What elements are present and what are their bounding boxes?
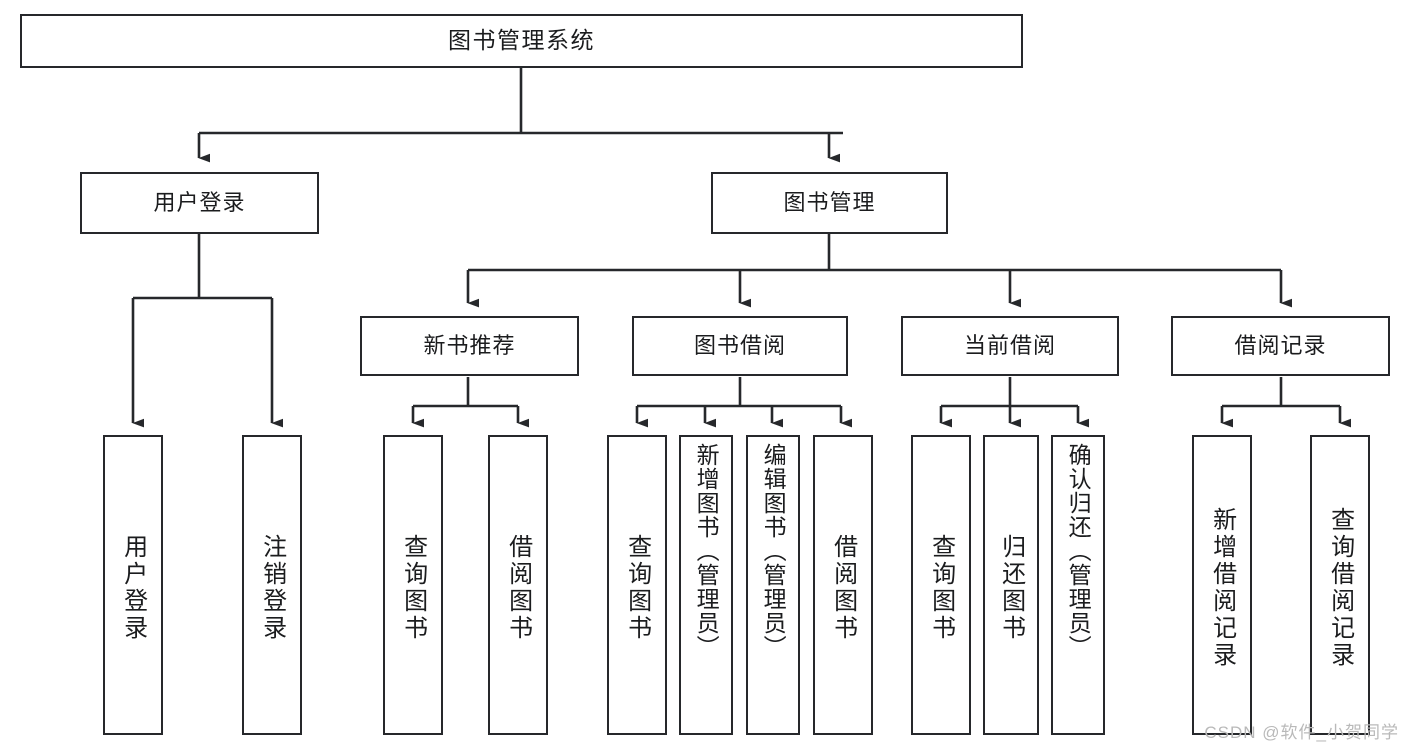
node-label: 查询图书 [623, 534, 651, 642]
node-label: 归还图书 [997, 534, 1025, 642]
leaf-recommend-query-book[interactable]: 查询图书 [383, 435, 443, 735]
node-label: 确认归还（管理员） [1065, 443, 1092, 659]
node-label: 用户登录 [119, 534, 147, 642]
leaf-user-login-login[interactable]: 用户登录 [103, 435, 163, 735]
node-label: 当前借阅 [963, 333, 1056, 359]
node-label: 图书借阅 [693, 333, 786, 359]
leaf-record-add-record[interactable]: 新增借阅记录 [1192, 435, 1252, 735]
node-label: 借阅图书 [504, 534, 532, 642]
leaf-borrow-edit-book-admin[interactable]: 编辑图书（管理员） [746, 435, 800, 735]
node-book-borrow[interactable]: 图书借阅 [632, 316, 848, 376]
node-book-management[interactable]: 图书管理 [711, 172, 948, 234]
node-current-borrow[interactable]: 当前借阅 [901, 316, 1119, 376]
node-label: 借阅记录 [1234, 333, 1327, 359]
node-label: 用户登录 [153, 190, 246, 216]
watermark: CSDN @软件_小贺同学 [1204, 723, 1399, 742]
leaf-recommend-borrow-book[interactable]: 借阅图书 [488, 435, 548, 735]
leaf-current-confirm-return-admin[interactable]: 确认归还（管理员） [1051, 435, 1105, 735]
node-label: 注销登录 [258, 534, 286, 642]
node-label: 编辑图书（管理员） [760, 443, 787, 659]
node-new-book-recommend[interactable]: 新书推荐 [360, 316, 579, 376]
node-label: 新书推荐 [423, 333, 516, 359]
leaf-user-login-logout[interactable]: 注销登录 [242, 435, 302, 735]
node-label: 查询图书 [399, 534, 427, 642]
node-root-system[interactable]: 图书管理系统 [20, 14, 1023, 68]
node-label: 图书管理系统 [448, 27, 595, 54]
node-user-login[interactable]: 用户登录 [80, 172, 319, 234]
node-label: 借阅图书 [829, 534, 857, 642]
node-borrow-record[interactable]: 借阅记录 [1171, 316, 1390, 376]
leaf-current-return-book[interactable]: 归还图书 [983, 435, 1039, 735]
node-label: 新增图书（管理员） [693, 443, 720, 659]
node-label: 查询借阅记录 [1326, 507, 1354, 669]
node-label: 图书管理 [783, 190, 876, 216]
leaf-record-query-record[interactable]: 查询借阅记录 [1310, 435, 1370, 735]
leaf-borrow-borrow-book[interactable]: 借阅图书 [813, 435, 873, 735]
node-label: 新增借阅记录 [1208, 507, 1236, 669]
leaf-borrow-add-book-admin[interactable]: 新增图书（管理员） [679, 435, 733, 735]
leaf-borrow-query-book[interactable]: 查询图书 [607, 435, 667, 735]
node-label: 查询图书 [927, 534, 955, 642]
leaf-current-query-book[interactable]: 查询图书 [911, 435, 971, 735]
